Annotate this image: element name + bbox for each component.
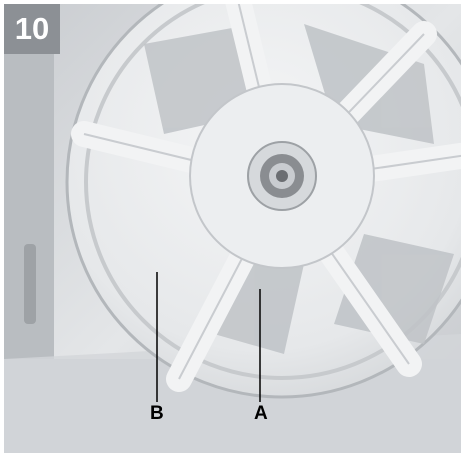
callout-label-b: B — [150, 403, 164, 424]
bandsaw-wheel-photo — [4, 4, 461, 453]
callout-label-a: A — [254, 403, 268, 424]
photo-frame: 10 — [4, 4, 461, 453]
band-wheel — [65, 4, 461, 399]
step-number-badge: 10 — [4, 4, 60, 54]
cabinet-hinge — [24, 244, 36, 324]
